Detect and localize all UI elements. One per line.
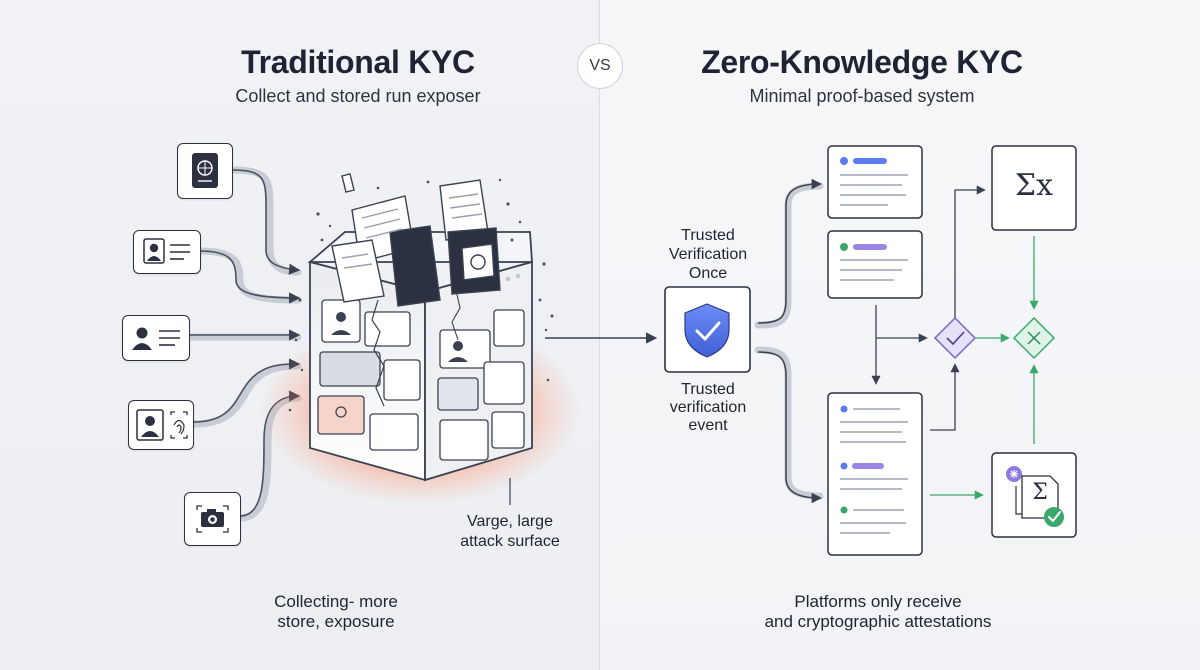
biometric-id-card xyxy=(128,400,194,450)
passport-card xyxy=(177,143,233,199)
left-title: Traditional KYC xyxy=(241,44,475,80)
left-input-arrows xyxy=(190,169,301,517)
id-card-icon xyxy=(143,238,190,264)
verifier-diamond-purple xyxy=(933,316,977,360)
verify-top-line-1: Trusted xyxy=(681,227,735,244)
camera-card xyxy=(184,492,241,546)
panel-divider xyxy=(599,0,600,670)
callout-line-1: Varge, large xyxy=(467,513,553,530)
left-input-connectors xyxy=(186,166,302,522)
cryptographic-attestation-box xyxy=(991,452,1077,538)
attack-surface-callout: Varge, large attack surface xyxy=(440,512,580,552)
verifier-diamond-green xyxy=(1012,316,1056,360)
left-caption-line-2: store, exposure xyxy=(277,612,395,631)
document-lines xyxy=(341,193,483,269)
proof-sigma-label: Σ xyxy=(1032,480,1048,505)
profile-card xyxy=(122,315,190,361)
data-storage-cube xyxy=(307,231,533,482)
biometric-id-icon xyxy=(136,409,188,441)
right-caption: Platforms only receive and cryptographic… xyxy=(738,592,1018,632)
exposed-documents xyxy=(331,173,501,307)
verify-bottom-line-2: verification xyxy=(669,399,747,416)
credential-doc-2 xyxy=(827,230,923,299)
id-card xyxy=(133,230,201,274)
verify-bottom-line-3: event xyxy=(688,417,728,434)
callout-line-2: attack surface xyxy=(460,533,560,550)
verify-top-line-2: Verification xyxy=(668,246,748,263)
verification-branches xyxy=(754,178,824,504)
passport-icon xyxy=(192,153,218,188)
right-caption-line-1: Platforms only receive xyxy=(794,592,962,611)
profile-card-icon xyxy=(132,327,180,350)
credential-doc-3 xyxy=(827,392,923,556)
zk-proof-sigma-box xyxy=(991,145,1077,231)
connector-passport xyxy=(228,166,302,276)
right-caption-line-2: and cryptographic attestations xyxy=(764,612,992,631)
sigma-label: Σx xyxy=(1014,168,1054,203)
credential-doc-1 xyxy=(827,145,923,219)
trusted-verification-event-label: Trusted verification event xyxy=(646,381,770,435)
left-caption-line-1: Collecting- more xyxy=(274,592,398,611)
camera-icon xyxy=(196,505,229,533)
verify-bottom-line-1: Trusted xyxy=(681,381,735,398)
trusted-verification-box xyxy=(664,286,751,373)
particle-debris xyxy=(288,178,554,412)
trusted-verification-once-label: Trusted Verification Once xyxy=(646,226,770,283)
purple-to-sigma-arrow xyxy=(954,185,986,318)
vs-badge: VS xyxy=(577,43,623,89)
right-subtitle: Minimal proof-based system xyxy=(749,86,975,106)
left-caption: Collecting- more store, exposure xyxy=(236,592,436,632)
doc3-to-purple-arrow xyxy=(930,363,960,431)
right-title: Zero-Knowledge KYC xyxy=(701,44,1023,80)
verify-top-line-3: Once xyxy=(688,265,728,282)
left-subtitle: Collect and stored run exposer xyxy=(235,86,481,106)
